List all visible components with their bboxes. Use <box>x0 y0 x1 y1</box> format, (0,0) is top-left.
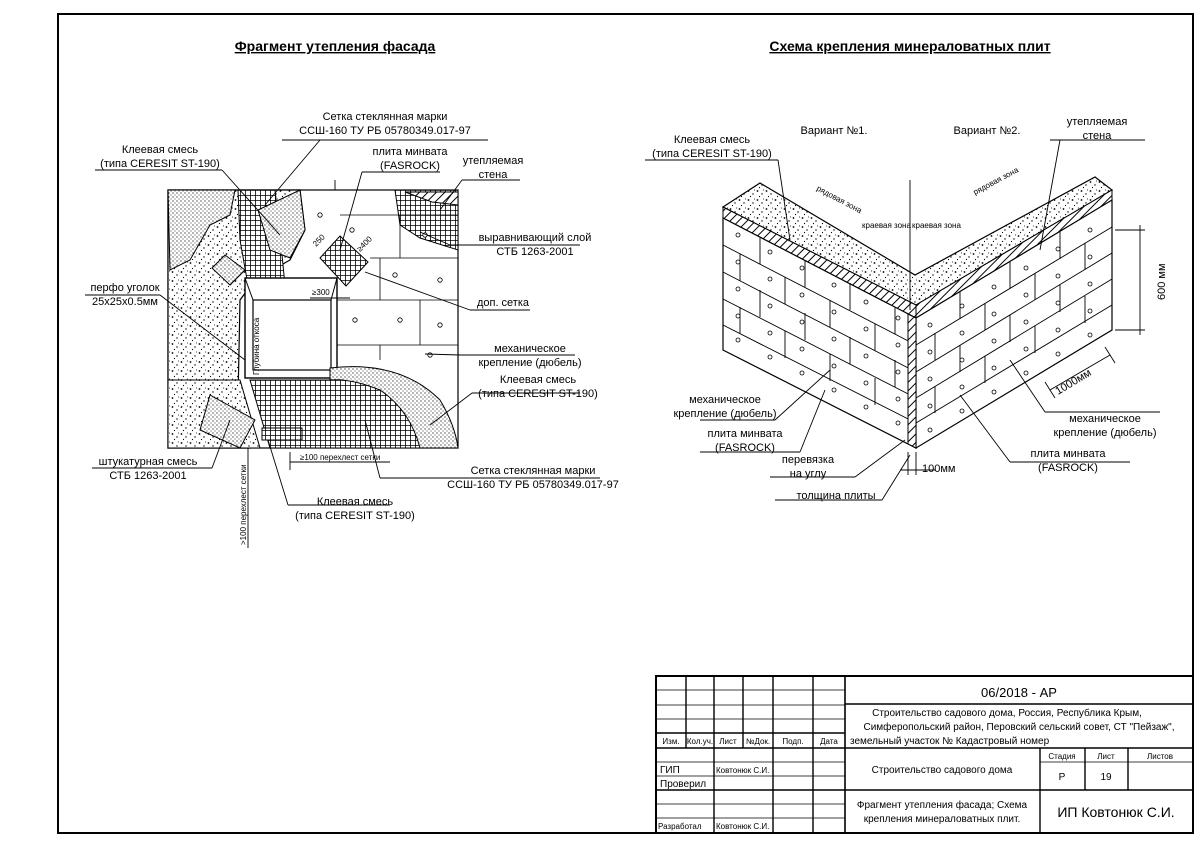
label-plaster-2: СТБ 1263-2001 <box>109 470 186 482</box>
company-name: ИП Ковтонюк С.И. <box>1057 804 1174 820</box>
dim-100: 100мм <box>922 463 955 475</box>
label-wall-2: стена <box>479 169 509 181</box>
facade-fragment <box>167 189 459 449</box>
label-corner-2: 25x25x0.5мм <box>92 296 158 308</box>
label-wall-1: утепляемая <box>463 155 524 167</box>
developed-name: Ковтонюк С.И. <box>716 822 769 831</box>
corner-isometric <box>721 176 1114 450</box>
sheet-label: Лист <box>1097 752 1115 761</box>
sheet-frame <box>57 13 1194 834</box>
label-corner-1: перфо уголок <box>90 282 159 294</box>
label-plaster-1: штукатурная смесь <box>99 456 198 468</box>
r-label-tie-1: перевязка <box>782 454 835 466</box>
label-mech-2: крепление (дюбель) <box>478 357 581 369</box>
label-glue-top-1: Клеевая смесь <box>122 144 199 156</box>
r-label-plate-right-1: плита минвата <box>1030 448 1106 460</box>
label-mesh-bottom-2: ССШ-160 ТУ РБ 05780349.017-97 <box>447 479 619 491</box>
left-labels: Сетка стеклянная марки ССШ-160 ТУ РБ 057… <box>90 111 618 545</box>
dim-600: 600 мм <box>1156 263 1168 300</box>
label-glue-right-2: (типа CERESIT ST-190) <box>478 388 598 400</box>
stage-value: Р <box>1059 772 1066 783</box>
gip-name: Ковтонюк С.И. <box>716 766 769 775</box>
label-glue-bottom-2: (типа CERESIT ST-190) <box>295 510 415 522</box>
r-label-thickness: толщина плиты <box>796 490 875 502</box>
r-label-plate-left-1: плита минвата <box>707 428 783 440</box>
r-label-mech-left-1: механическое <box>689 394 761 406</box>
label-extra-mesh: доп. сетка <box>477 297 530 309</box>
label-level-1: выравнивающий слой <box>479 232 592 244</box>
label-mesh-top-2: ССШ-160 ТУ РБ 05780349.017-97 <box>299 125 471 137</box>
r-label-mech-right-2: крепление (дюбель) <box>1053 427 1156 439</box>
checked-label: Проверил <box>660 779 706 790</box>
col-doc: №Док. <box>746 737 770 746</box>
project-line-2: Симферопольский район, Перовский сельски… <box>863 721 1174 733</box>
r-label-glue-2: (типа CERESIT ST-190) <box>652 148 772 160</box>
col-sign: Подп. <box>782 737 803 746</box>
r-label-wall-1: утепляемая <box>1067 116 1128 128</box>
row-zone-left: рядовая зона <box>815 184 864 216</box>
project-line-1: Строительство садового дома, Россия, Рес… <box>872 707 1142 719</box>
r-label-mech-left-2: крепление (дюбель) <box>673 408 776 420</box>
label-glue-bottom-1: Клеевая смесь <box>317 496 394 508</box>
r-label-mech-right-1: механическое <box>1069 413 1141 425</box>
object-name: Строительство садового дома <box>872 765 1013 776</box>
right-leaders <box>645 139 1160 501</box>
label-glue-top-2: (типа CERESIT ST-190) <box>100 158 220 170</box>
left-leaders <box>85 139 600 548</box>
label-mesh-top-1: Сетка стеклянная марки <box>323 111 448 123</box>
sheet-value: 19 <box>1100 772 1112 783</box>
edge-zone-left: краевая зона <box>862 221 911 230</box>
r-label-plate-left-2: (FASROCK) <box>715 442 775 454</box>
dim-1000: 1000мм <box>1053 367 1093 398</box>
slope-depth: Глубина откоса <box>252 317 261 375</box>
title-block-text: 06/2018 - АР Строительство садового дома… <box>658 685 1175 831</box>
drawing-name-2: крепления минераловатных плит. <box>864 814 1020 825</box>
label-glue-right-1: Клеевая смесь <box>500 374 577 386</box>
row-zone-right: рядовая зона <box>972 165 1021 197</box>
label-mesh-bottom-1: Сетка стеклянная марки <box>471 465 596 477</box>
col-date: Дата <box>820 737 838 746</box>
variant-2: Вариант №2. <box>954 125 1021 137</box>
r-label-plate-right-2: (FASROCK) <box>1038 462 1098 474</box>
label-plate-2: (FASROCK) <box>380 160 440 172</box>
gip-label: ГИП <box>660 765 680 776</box>
sheets-label: Листов <box>1147 752 1173 761</box>
label-level-2: СТБ 1263-2001 <box>496 246 573 258</box>
drawing-name-1: Фрагмент утепления фасада; Схема <box>857 799 1028 811</box>
left-title: Фрагмент утепления фасада <box>235 38 436 54</box>
dim-250: 250 <box>311 232 327 248</box>
col-kol: Кол.уч. <box>687 737 713 746</box>
r-label-wall-2: стена <box>1083 130 1113 142</box>
overlap-vertical: >100 перехлест сетки <box>239 464 248 545</box>
dim-400: ≥400 <box>355 234 374 253</box>
doc-code: 06/2018 - АР <box>981 685 1057 700</box>
developed-label: Разработал <box>658 822 702 831</box>
r-label-glue-1: Клеевая смесь <box>674 134 751 146</box>
r-label-tie-2: на углу <box>790 468 827 480</box>
col-list: Лист <box>719 737 737 746</box>
label-mech-1: механическое <box>494 343 566 355</box>
dim-300: ≥300 <box>312 288 330 297</box>
stage-label: Стадия <box>1048 752 1075 761</box>
col-izm: Изм. <box>662 737 679 746</box>
variant-1: Вариант №1. <box>801 125 868 137</box>
project-line-3: земельный участок № Кадастровый номер <box>850 736 1050 747</box>
label-plate-1: плита минвата <box>372 146 448 158</box>
overlap-horizontal: ≥100 перехлест сетки <box>300 453 380 462</box>
title-block <box>655 675 1194 834</box>
right-title: Схема крепления минераловатных плит <box>769 38 1050 54</box>
edge-zone-right: краевая зона <box>912 221 961 230</box>
